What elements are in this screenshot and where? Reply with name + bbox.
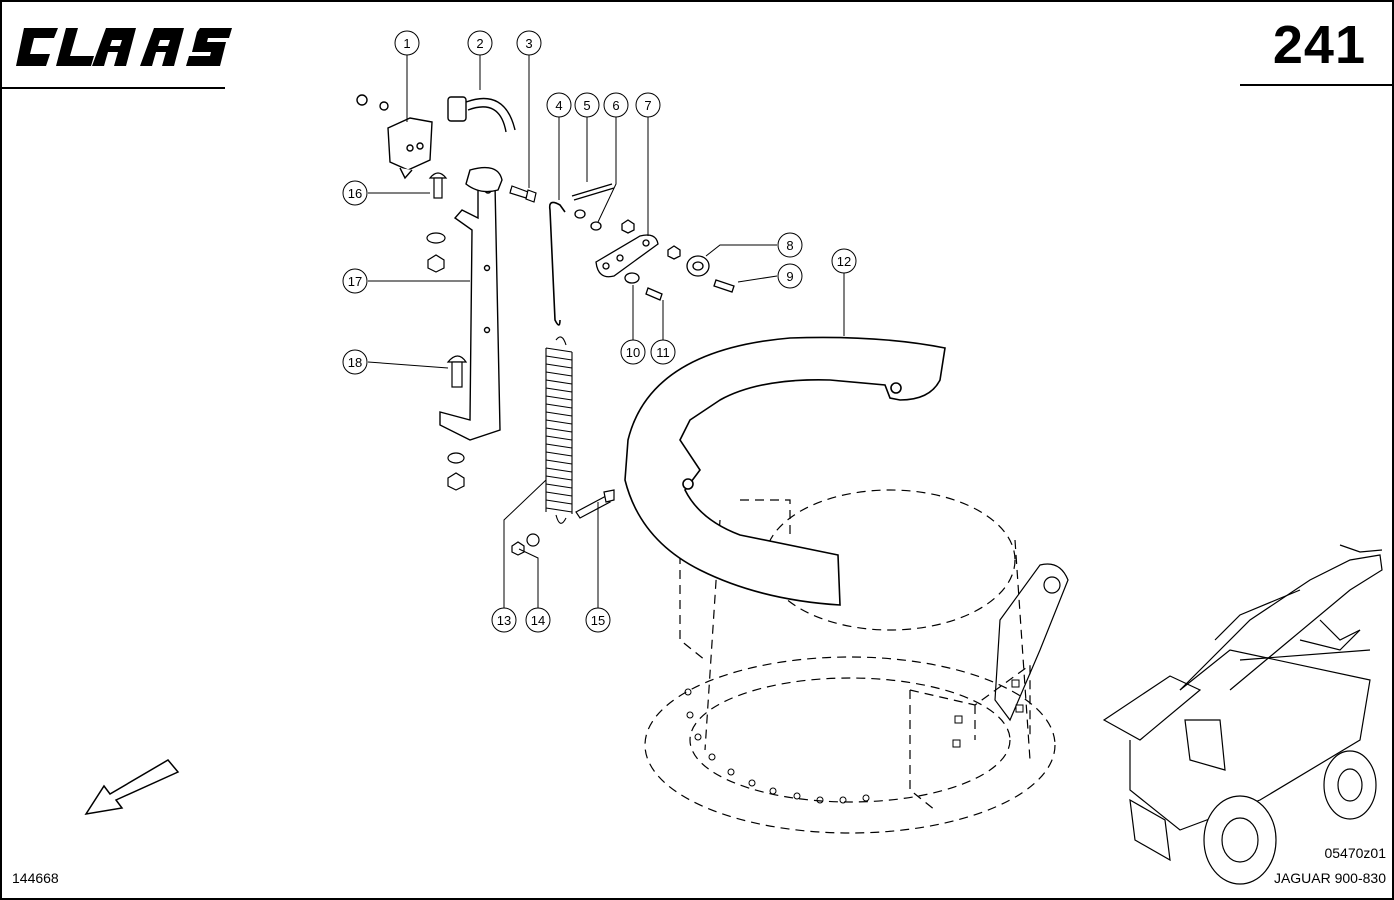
callout-13: 13 [491,607,517,633]
callout-10: 10 [620,339,646,365]
callout-4: 4 [546,92,572,118]
callout-7: 7 [635,92,661,118]
direction-arrow-icon [84,759,180,816]
callout-1: 1 [394,30,420,56]
washer-nut-set [426,232,465,491]
svg-text:15: 15 [591,613,605,628]
callout-3: 3 [516,30,542,56]
svg-text:3: 3 [525,36,532,51]
svg-text:13: 13 [497,613,511,628]
spout-base-holes [684,679,1024,804]
bolt-3 [509,185,537,203]
tension-rod [548,201,566,326]
callout-2: 2 [467,30,493,56]
small-hardware [624,255,735,301]
callout-6: 6 [603,92,629,118]
svg-text:8: 8 [786,238,793,253]
curved-guard-plate [624,336,946,606]
svg-text:2: 2 [476,36,483,51]
svg-text:12: 12 [837,254,851,269]
callout-18: 18 [342,349,368,375]
svg-text:6: 6 [612,98,619,113]
leader-lines [367,55,845,608]
claas-logo [16,28,232,66]
svg-text:10: 10 [626,345,640,360]
callout-11: 11 [650,339,676,365]
lever-pivot-hole [1043,576,1061,594]
callout-14: 14 [525,607,551,633]
svg-text:7: 7 [644,98,651,113]
sensor-part [356,94,433,180]
carriage-bolt-16 [428,172,448,199]
model-name: JAGUAR 900-830 [1273,870,1386,886]
svg-text:5: 5 [583,98,590,113]
header-rule-right [1240,84,1394,86]
bolt-15-nuts-14 [511,489,615,556]
callout-16: 16 [342,180,368,206]
tension-spring [545,336,573,524]
callout-12: 12 [831,248,857,274]
drawing-reference: 05470z01 [1324,845,1386,861]
callout-15: 15 [585,607,611,633]
svg-text:14: 14 [531,613,545,628]
header-rule-left [2,87,225,89]
callout-8: 8 [777,232,803,258]
svg-text:18: 18 [348,355,362,370]
callout-17: 17 [342,268,368,294]
link-plate [571,183,681,278]
callout-5: 5 [574,92,600,118]
svg-text:16: 16 [348,186,362,201]
support-bracket [439,166,503,441]
carriage-bolt-18 [446,355,468,388]
svg-text:11: 11 [656,345,670,360]
forage-harvester-icon [1102,544,1383,885]
pivot-lever [994,563,1069,722]
page-number: 241 [1272,15,1366,75]
document-number: 144668 [12,870,59,886]
callout-9: 9 [777,263,803,289]
svg-text:4: 4 [555,98,562,113]
svg-text:17: 17 [348,274,362,289]
cable-plug [447,96,516,133]
svg-text:1: 1 [403,36,410,51]
callouts: 1 2 3 4 5 6 7 8 9 10 11 12 13 14 15 16 1… [342,30,857,633]
svg-text:9: 9 [786,269,793,284]
